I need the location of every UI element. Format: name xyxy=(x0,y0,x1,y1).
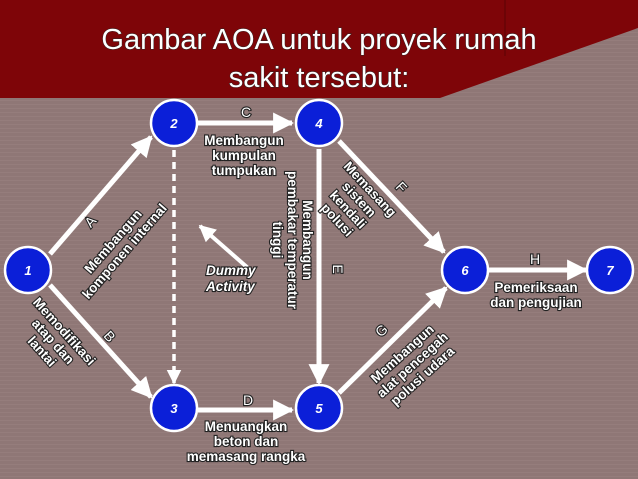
activity-e-desc-3: tinggi xyxy=(270,222,285,259)
activity-c-desc-3: tumpukan xyxy=(212,163,277,178)
node-3-label: 3 xyxy=(170,401,178,416)
arrow-activity-f xyxy=(337,139,446,254)
activity-e-desc-2: pembakar temperatur xyxy=(285,171,300,310)
activity-c-desc-1: Membangun xyxy=(204,133,284,148)
activity-c-desc-2: kumpulan xyxy=(212,148,276,163)
activity-e-letter: E xyxy=(330,264,346,273)
dummy-label-2: Activity xyxy=(205,279,256,294)
node-6: 6 xyxy=(440,245,490,295)
activity-e-labels: Membangun pembakar temperatur tinggi E xyxy=(269,170,347,311)
node-2-label: 2 xyxy=(169,116,178,131)
activity-h-desc-2: dan pengujian xyxy=(490,295,582,310)
activity-d-desc-2: beton dan xyxy=(214,434,279,449)
node-6-label: 6 xyxy=(461,263,469,278)
dummy-pointer-arrow xyxy=(198,224,250,270)
activity-d-letter: D xyxy=(243,392,253,408)
node-5: 5 xyxy=(294,383,344,433)
title-line-1: Gambar AOA untuk proyek rumah xyxy=(101,24,536,56)
arrow-activity-b xyxy=(48,283,153,399)
title-line-2: sakit tersebut: xyxy=(229,62,410,94)
node-3: 3 xyxy=(149,383,199,433)
node-4-label: 4 xyxy=(314,116,323,131)
arrow-activity-a xyxy=(48,135,153,256)
node-5-label: 5 xyxy=(315,401,323,416)
dummy-label-1: Dummy xyxy=(206,263,257,278)
activity-c-letter: C xyxy=(241,104,251,120)
activity-d-desc-3: memasang rangka xyxy=(187,449,306,464)
node-1-label: 1 xyxy=(24,263,31,278)
node-7-label: 7 xyxy=(606,263,614,278)
title-banner xyxy=(0,0,638,98)
node-7: 7 xyxy=(585,245,635,295)
node-2: 2 xyxy=(149,98,199,148)
arrow-activity-g xyxy=(337,286,448,395)
activity-e-desc-1: Membangun xyxy=(300,200,315,280)
node-4: 4 xyxy=(294,98,344,148)
activity-d-desc-1: Menuangkan xyxy=(205,419,288,434)
node-1: 1 xyxy=(3,245,53,295)
activity-h-desc-1: Pemeriksaan xyxy=(494,280,577,295)
activity-h-letter: H xyxy=(530,251,540,267)
